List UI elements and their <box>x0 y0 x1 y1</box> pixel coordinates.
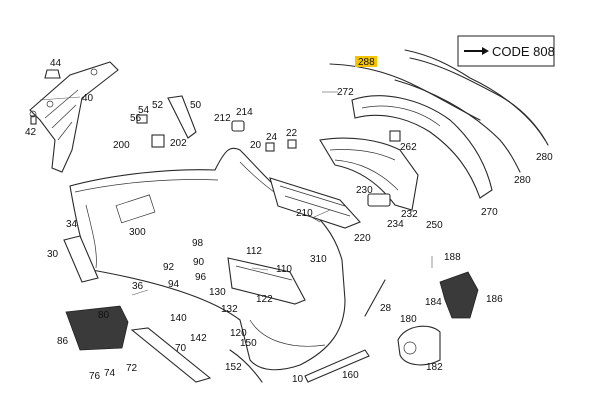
label-40: 40 <box>82 93 94 104</box>
label-74: 74 <box>104 368 116 379</box>
part-trim-280[interactable] <box>404 49 549 146</box>
label-54: 54 <box>138 105 150 116</box>
label-270: 270 <box>481 207 498 218</box>
label-112: 112 <box>246 246 262 257</box>
label-180: 180 <box>400 314 417 325</box>
label-42: 42 <box>25 127 37 138</box>
leader-lines <box>39 91 433 296</box>
label-44: 44 <box>50 58 62 69</box>
label-90: 90 <box>193 257 205 268</box>
label-50: 50 <box>190 100 202 111</box>
label-86: 86 <box>57 336 69 347</box>
part-clip-202[interactable] <box>151 134 165 148</box>
part-module-230[interactable] <box>367 193 391 207</box>
label-230: 230 <box>356 185 373 196</box>
part-left-bracket[interactable] <box>29 61 119 173</box>
label-92: 92 <box>163 262 175 273</box>
part-screw-42[interactable] <box>29 110 37 125</box>
part-bracket-186[interactable] <box>439 271 479 319</box>
highlight-288 <box>355 56 377 67</box>
part-bracket-80[interactable] <box>65 305 129 351</box>
label-210: 210 <box>296 208 313 219</box>
label-140: 140 <box>170 313 187 324</box>
part-diffuser[interactable] <box>351 95 493 199</box>
part-bracket-50[interactable] <box>167 95 197 139</box>
label-300: 300 <box>129 227 146 238</box>
label-52: 52 <box>152 100 164 111</box>
code-arrow-head-icon <box>482 47 489 55</box>
label-56: 56 <box>130 113 142 124</box>
part-strip-160[interactable] <box>304 349 370 383</box>
part-strip-70[interactable] <box>130 327 212 383</box>
label-20: 20 <box>250 140 262 151</box>
label-202: 202 <box>170 138 187 149</box>
part-strip-152[interactable] <box>229 349 263 383</box>
label-212: 212 <box>214 113 231 124</box>
label-280-mid: 280 <box>514 175 531 186</box>
label-310: 310 <box>310 254 327 265</box>
label-250: 250 <box>426 220 443 231</box>
label-76: 76 <box>89 371 101 382</box>
label-132: 132 <box>221 304 238 315</box>
part-rail-110[interactable] <box>227 257 306 305</box>
label-34: 34 <box>66 219 78 230</box>
label-36: 36 <box>132 281 144 292</box>
label-232: 232 <box>401 209 418 220</box>
label-262: 262 <box>400 142 417 153</box>
label-214: 214 <box>236 107 253 118</box>
label-122: 122 <box>256 294 273 305</box>
label-94: 94 <box>168 279 180 290</box>
label-272: 272 <box>337 87 354 98</box>
part-bracket-30[interactable] <box>63 235 99 283</box>
part-bumper-cover[interactable] <box>69 147 346 371</box>
part-clip-56[interactable] <box>136 114 148 124</box>
label-80: 80 <box>98 310 110 321</box>
label-220: 220 <box>354 233 371 244</box>
label-120: 120 <box>230 328 247 339</box>
part-rod-28[interactable] <box>364 279 386 317</box>
part-lower-trim-280[interactable] <box>394 79 521 173</box>
label-152: 152 <box>225 362 242 373</box>
label-96: 96 <box>195 272 207 283</box>
label-288: 288 <box>358 57 375 68</box>
label-110: 110 <box>276 264 292 275</box>
label-150: 150 <box>240 338 257 349</box>
label-130: 130 <box>209 287 226 298</box>
label-10: 10 <box>292 374 304 385</box>
label-182: 182 <box>426 362 443 373</box>
label-188: 188 <box>444 252 461 263</box>
label-234: 234 <box>387 219 404 230</box>
part-clip-24[interactable] <box>265 139 297 152</box>
label-280-top: 280 <box>536 152 553 163</box>
label-186: 186 <box>486 294 503 305</box>
code-badge-text: CODE 808 <box>492 44 555 59</box>
label-72: 72 <box>126 363 138 374</box>
code-808-badge: CODE 808 <box>457 35 555 67</box>
part-clip-44[interactable] <box>44 69 61 79</box>
label-24: 24 <box>266 132 278 143</box>
label-184: 184 <box>425 297 442 308</box>
label-22: 22 <box>286 128 298 139</box>
label-160: 160 <box>342 370 359 381</box>
part-rail-210[interactable] <box>269 177 361 229</box>
part-bracket-262[interactable] <box>389 130 401 142</box>
label-142: 142 <box>190 333 207 344</box>
part-housing-180[interactable] <box>397 325 441 366</box>
label-28: 28 <box>380 303 392 314</box>
part-labels: 44 40 42 52 54 56 50 214 212 200 202 24 … <box>25 57 553 385</box>
part-lower-valance[interactable] <box>319 137 419 211</box>
label-98: 98 <box>192 238 204 249</box>
part-sensor-212[interactable] <box>231 120 245 132</box>
label-30: 30 <box>47 249 59 260</box>
label-70: 70 <box>175 343 187 354</box>
label-200: 200 <box>113 140 130 151</box>
